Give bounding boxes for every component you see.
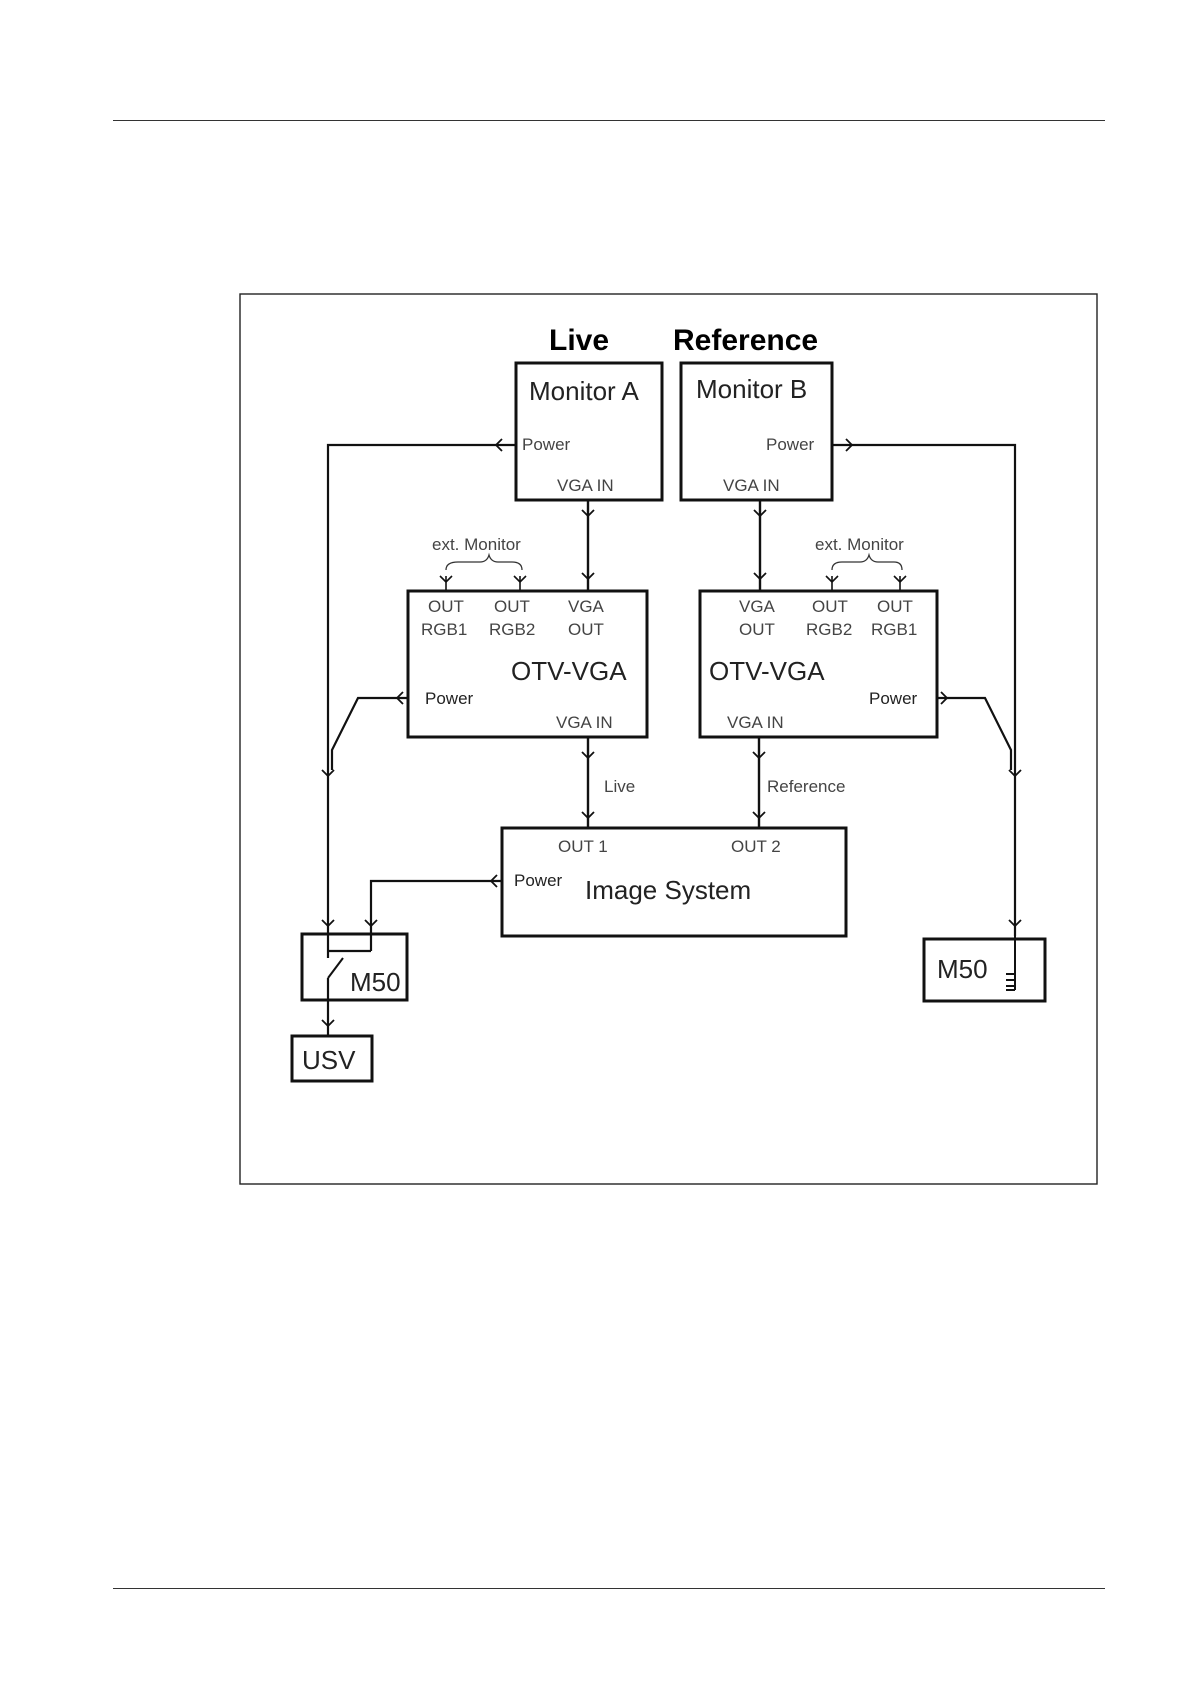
otv-vga-right-box: VGA OUT OUT RGB2 OUT RGB1 OTV-VGA Power … bbox=[700, 591, 937, 737]
monitor-a-title: Monitor A bbox=[529, 376, 639, 406]
image-system-box: OUT 1 OUT 2 Power Image System bbox=[502, 828, 846, 936]
otv-right-out1-line1: OUT bbox=[877, 597, 913, 616]
monitor-b-box: Monitor B Power VGA IN bbox=[681, 363, 832, 500]
live-signal-line: Live bbox=[582, 737, 635, 828]
m50-left-box: M50 bbox=[302, 934, 407, 1000]
otv-left-vga-out-line2: OUT bbox=[568, 620, 604, 639]
otv-right-vga-out-line2: OUT bbox=[739, 620, 775, 639]
ext-monitor-right-brace: ext. Monitor bbox=[815, 535, 906, 591]
monitor-b-vga-in-label: VGA IN bbox=[723, 476, 780, 495]
otv-left-vga-out-line1: VGA bbox=[568, 597, 605, 616]
reference-line-label: Reference bbox=[767, 777, 845, 796]
vga-link-monitor-b bbox=[754, 500, 766, 591]
otv-right-out2-line2: RGB2 bbox=[806, 620, 852, 639]
otv-vga-left-box: OUT RGB1 OUT RGB2 VGA OUT OTV-VGA Power … bbox=[408, 591, 647, 737]
live-heading: Live bbox=[549, 324, 609, 357]
live-line-label: Live bbox=[604, 777, 635, 796]
monitor-a-box: Monitor A Power VGA IN bbox=[516, 363, 662, 500]
otv-right-out2-line1: OUT bbox=[812, 597, 848, 616]
m50-right-box: M50 bbox=[924, 936, 1045, 1001]
otv-left-power-label: Power bbox=[425, 689, 474, 708]
otv-left-out1-line2: RGB1 bbox=[421, 620, 467, 639]
monitor-a-power-label: Power bbox=[522, 435, 571, 454]
reference-signal-line: Reference bbox=[753, 737, 845, 828]
otv-right-vga-out-line1: VGA bbox=[739, 597, 776, 616]
otv-left-out1-line1: OUT bbox=[428, 597, 464, 616]
otv-left-out2-line2: RGB2 bbox=[489, 620, 535, 639]
monitor-b-title: Monitor B bbox=[696, 374, 807, 404]
otv-right-power-label: Power bbox=[869, 689, 918, 708]
usv-box: USV bbox=[292, 1036, 372, 1081]
otv-right-vga-in-label: VGA IN bbox=[727, 713, 784, 732]
otv-left-vga-in-label: VGA IN bbox=[556, 713, 613, 732]
ext-monitor-right-label: ext. Monitor bbox=[815, 535, 904, 554]
monitor-a-vga-in-label: VGA IN bbox=[557, 476, 614, 495]
ext-monitor-left-brace: ext. Monitor bbox=[432, 535, 526, 591]
otv-left-out2-line1: OUT bbox=[494, 597, 530, 616]
vga-link-monitor-a bbox=[582, 500, 594, 591]
ext-monitor-left-label: ext. Monitor bbox=[432, 535, 521, 554]
monitor-b-power-label: Power bbox=[766, 435, 815, 454]
otv-left-title: OTV-VGA bbox=[511, 656, 627, 686]
reference-heading: Reference bbox=[673, 324, 818, 357]
image-system-out2-label: OUT 2 bbox=[731, 837, 781, 856]
m50-right-label: M50 bbox=[937, 954, 988, 984]
image-system-title: Image System bbox=[585, 875, 751, 905]
otv-right-title: OTV-VGA bbox=[709, 656, 825, 686]
m50-left-label: M50 bbox=[350, 967, 401, 997]
otv-right-out1-line2: RGB1 bbox=[871, 620, 917, 639]
image-system-power-label: Power bbox=[514, 871, 563, 890]
image-system-out1-label: OUT 1 bbox=[558, 837, 608, 856]
usv-label: USV bbox=[302, 1045, 356, 1075]
